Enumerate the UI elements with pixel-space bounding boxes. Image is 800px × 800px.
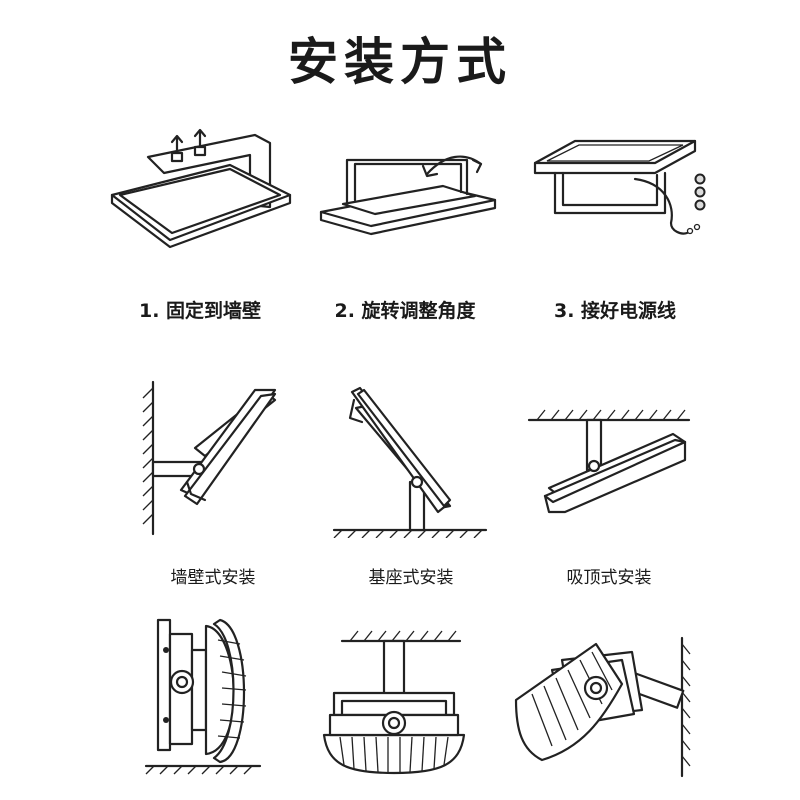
step-2-label: 2. 旋转调整角度 [334,300,476,322]
step-1-label: 1. 固定到墙壁 [138,300,262,322]
step-3-label: 3. 接好电源线 [553,300,677,322]
page-title: 安装方式 [288,33,512,91]
wall-highbay-icon [144,618,262,775]
wall-mount-illustration [135,378,295,538]
wall-mount-label: 墙壁式安装 [170,568,256,588]
wall-highbay-illustration [140,610,290,775]
angled-wall-highbay-icon [514,636,691,778]
power-cable-icon [533,139,706,235]
step-2-illustration [315,140,505,240]
base-mount-illustration [330,378,490,538]
pendant-highbay-icon [322,630,466,775]
rotate-angle-icon [319,155,497,236]
ceiling-mount-illustration [525,400,695,530]
pendant-highbay-illustration [320,625,480,785]
angled-wall-highbay-illustration [512,630,692,780]
ceiling-mount-icon [527,409,691,514]
ceiling-mount-label: 吸顶式安装 [566,568,652,588]
step-3-illustration [525,135,715,245]
step-1-illustration [100,125,300,255]
wall-fixing-icon [110,128,292,249]
wall-mount-icon [142,380,277,536]
base-mount-label: 基座式安装 [368,568,454,588]
base-mount-icon [332,386,488,538]
